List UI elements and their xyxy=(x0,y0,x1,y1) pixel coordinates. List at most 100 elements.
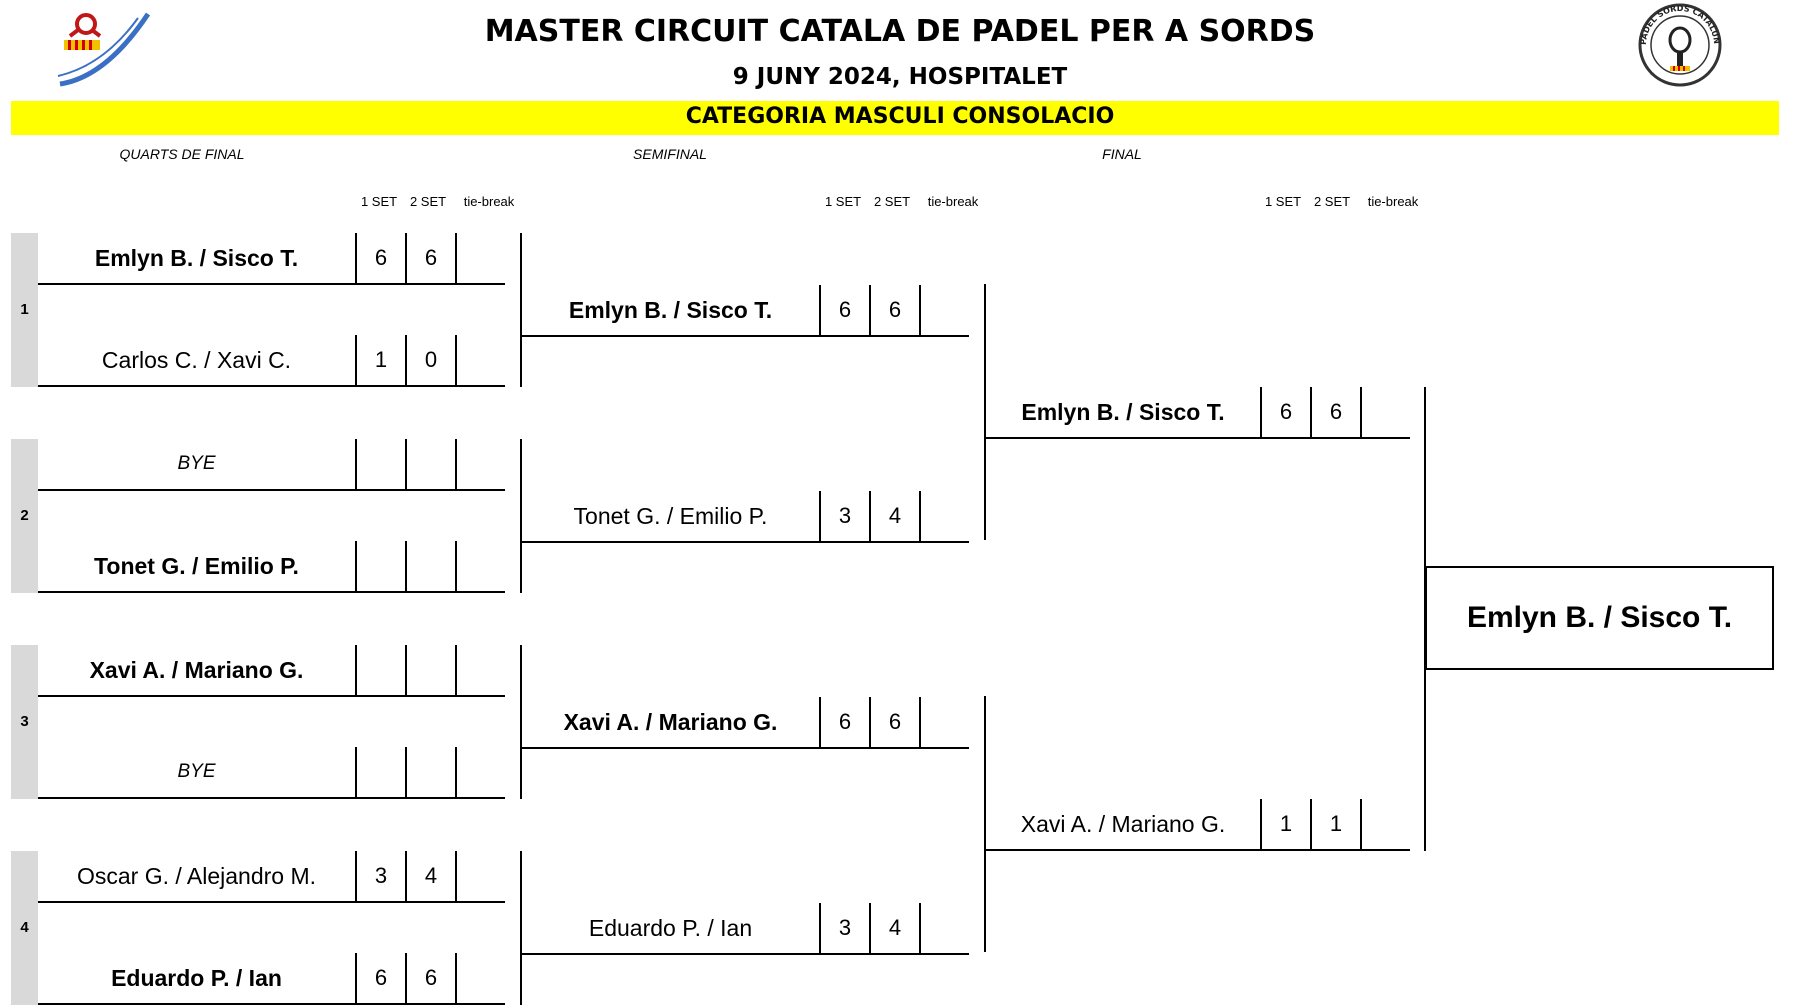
score-set2 xyxy=(407,541,455,591)
col-head-set1: 1 SET xyxy=(824,194,862,209)
score-divider xyxy=(455,851,457,901)
score-set1 xyxy=(357,439,405,489)
player-pair: Emlyn B. / Sisco T. xyxy=(568,297,773,323)
event-date-location: 9 JUNY 2024, HOSPITALET xyxy=(732,64,1068,90)
col-head-set2: 2 SET xyxy=(1313,194,1351,209)
score-divider xyxy=(405,645,407,695)
score-set2: 6 xyxy=(424,245,438,270)
score-set1: 6 xyxy=(374,965,388,990)
score-tiebreak xyxy=(457,439,505,489)
slot-line xyxy=(38,901,505,903)
score-divider xyxy=(1310,799,1312,849)
score-divider xyxy=(869,491,871,541)
player-pair: Xavi A. / Mariano G. xyxy=(89,657,304,683)
seed-marker xyxy=(11,851,38,1005)
score-divider xyxy=(919,697,921,747)
score-set2 xyxy=(407,747,455,797)
col-head-tiebreak: tie-break xyxy=(927,194,979,209)
seed-number: 3 xyxy=(20,713,29,730)
score-divider xyxy=(1310,387,1312,437)
score-divider xyxy=(455,953,457,1003)
score-set2 xyxy=(407,439,455,489)
seed-number: 1 xyxy=(20,301,29,318)
score-set1 xyxy=(357,747,405,797)
slot-line xyxy=(38,283,505,285)
score-divider xyxy=(455,439,457,489)
player-pair: Oscar G. / Alejandro M. xyxy=(76,863,317,889)
score-set1: 6 xyxy=(1279,399,1293,424)
score-divider xyxy=(455,645,457,695)
score-tiebreak xyxy=(921,285,969,335)
score-divider xyxy=(405,541,407,591)
player-pair: Eduardo P. / Ian xyxy=(111,965,282,991)
player-pair: Emlyn B. / Sisco T. xyxy=(1021,399,1225,425)
score-divider xyxy=(355,335,357,385)
seed-number: 2 xyxy=(20,507,29,524)
score-set2: 4 xyxy=(424,863,438,888)
score-divider xyxy=(405,747,407,797)
score-divider xyxy=(919,903,921,953)
player-pair: BYE xyxy=(177,761,216,782)
score-set1: 1 xyxy=(374,347,388,372)
score-tiebreak xyxy=(921,697,969,747)
score-set1: 3 xyxy=(374,863,388,888)
score-divider xyxy=(869,903,871,953)
slot-line xyxy=(986,437,1410,439)
score-tiebreak xyxy=(457,335,505,385)
seed-marker xyxy=(11,233,38,387)
category-label: CATEGORIA MASCULI CONSOLACIO xyxy=(685,104,1115,129)
bracket-connector xyxy=(520,851,522,1005)
score-tiebreak xyxy=(921,903,969,953)
federation-logo xyxy=(57,12,151,87)
score-set1: 3 xyxy=(838,503,852,528)
player-pair: Xavi A. / Mariano G. xyxy=(1020,811,1226,837)
score-set2: 6 xyxy=(1329,399,1343,424)
score-set1: 1 xyxy=(1279,811,1293,836)
bracket-connector xyxy=(520,439,522,593)
round-label-final: FINAL xyxy=(1102,146,1142,162)
slot-line xyxy=(38,489,505,491)
bracket-connector xyxy=(984,284,986,540)
score-divider xyxy=(405,439,407,489)
champion-box xyxy=(1425,566,1774,670)
score-divider xyxy=(355,541,357,591)
score-divider xyxy=(819,697,821,747)
score-divider xyxy=(355,233,357,283)
bracket-connector xyxy=(520,233,522,387)
slot-line xyxy=(38,385,505,387)
score-set1 xyxy=(357,645,405,695)
category-bar xyxy=(11,101,1779,135)
slot-line xyxy=(38,591,505,593)
col-head-tiebreak: tie-break xyxy=(1367,194,1419,209)
col-head-set2: 2 SET xyxy=(873,194,911,209)
page-title: MASTER CIRCUIT CATALA DE PADEL PER A SOR… xyxy=(484,14,1316,49)
score-set1 xyxy=(357,541,405,591)
player-pair: Xavi A. / Mariano G. xyxy=(563,709,778,735)
score-set2: 6 xyxy=(424,965,438,990)
score-set2: 4 xyxy=(888,503,902,528)
score-tiebreak xyxy=(457,953,505,1003)
score-divider xyxy=(819,491,821,541)
player-pair: Tonet G. / Emilio P. xyxy=(573,503,768,529)
seed-marker xyxy=(11,645,38,799)
score-set2: 0 xyxy=(424,347,438,372)
champion-name: Emlyn B. / Sisco T. xyxy=(1466,601,1733,634)
slot-line xyxy=(38,797,505,799)
score-set1: 6 xyxy=(838,709,852,734)
slot-line xyxy=(986,849,1410,851)
score-set1: 6 xyxy=(838,297,852,322)
padel-sords-catalunya-logo: PADEL SORDS CATALUNYA FESC xyxy=(1630,2,1722,87)
score-tiebreak xyxy=(457,233,505,283)
slot-line xyxy=(38,1003,505,1005)
score-tiebreak xyxy=(1362,387,1410,437)
score-tiebreak xyxy=(1362,799,1410,849)
seed-marker xyxy=(11,439,38,593)
score-divider xyxy=(455,335,457,385)
score-set2: 4 xyxy=(888,915,902,940)
score-divider xyxy=(405,851,407,901)
score-divider xyxy=(355,747,357,797)
score-divider xyxy=(919,491,921,541)
player-pair: Tonet G. / Emilio P. xyxy=(94,553,299,579)
score-set2: 6 xyxy=(888,297,902,322)
slot-line xyxy=(522,541,969,543)
